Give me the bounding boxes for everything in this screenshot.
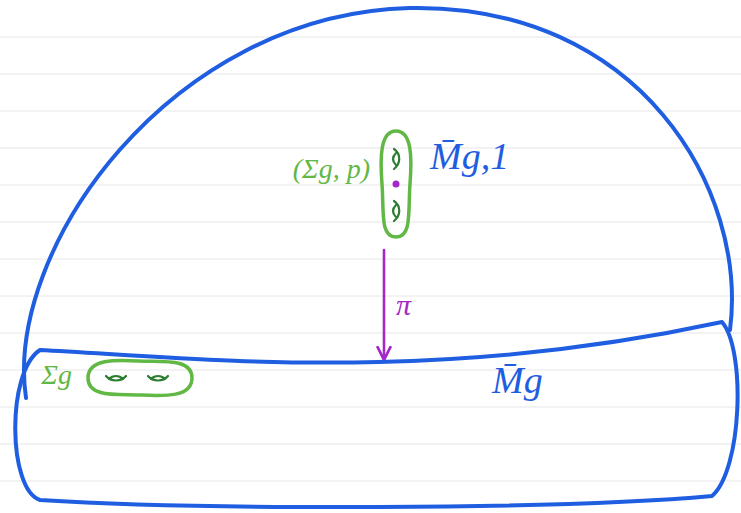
- space-label: M̄g,1: [430, 136, 509, 178]
- pointed-surface: (Σg, p): [378, 128, 414, 240]
- ruled-line: [0, 370, 741, 371]
- ruled-line: [0, 333, 741, 334]
- surface-label: (Σg, p): [293, 154, 370, 185]
- map-label: π: [396, 288, 411, 321]
- genus-two-surface: Σg: [78, 352, 200, 404]
- ruled-line: [0, 259, 741, 260]
- map-arrow: [383, 250, 386, 360]
- surface-handle: [393, 149, 399, 169]
- ruled-line: [0, 111, 741, 112]
- ruled-line: [0, 296, 741, 297]
- ruled-line: [0, 222, 741, 223]
- shape-outline: [378, 128, 414, 240]
- shape-outline: [0, 290, 741, 513]
- surface-handle: [106, 376, 126, 381]
- surface-outline: [88, 360, 192, 395]
- ruled-line: [0, 481, 741, 482]
- surface-handle: [393, 201, 399, 221]
- surface-handle: [148, 376, 168, 381]
- moduli-space-region: M̄g Σg: [0, 290, 741, 513]
- space-label: M̄g: [492, 360, 543, 402]
- ruled-line: [0, 444, 741, 445]
- ruled-line: [0, 37, 741, 38]
- ruled-line: [0, 185, 741, 186]
- surface-outline: [381, 131, 411, 237]
- ruled-lines: [0, 37, 741, 481]
- shape-outline: [78, 352, 200, 404]
- base-outline: [15, 322, 737, 507]
- ruled-line: [0, 148, 741, 149]
- surface-label: Σg: [41, 360, 72, 391]
- ruled-line: [0, 74, 741, 75]
- ruled-line: [0, 407, 741, 408]
- marked-point: [393, 181, 400, 188]
